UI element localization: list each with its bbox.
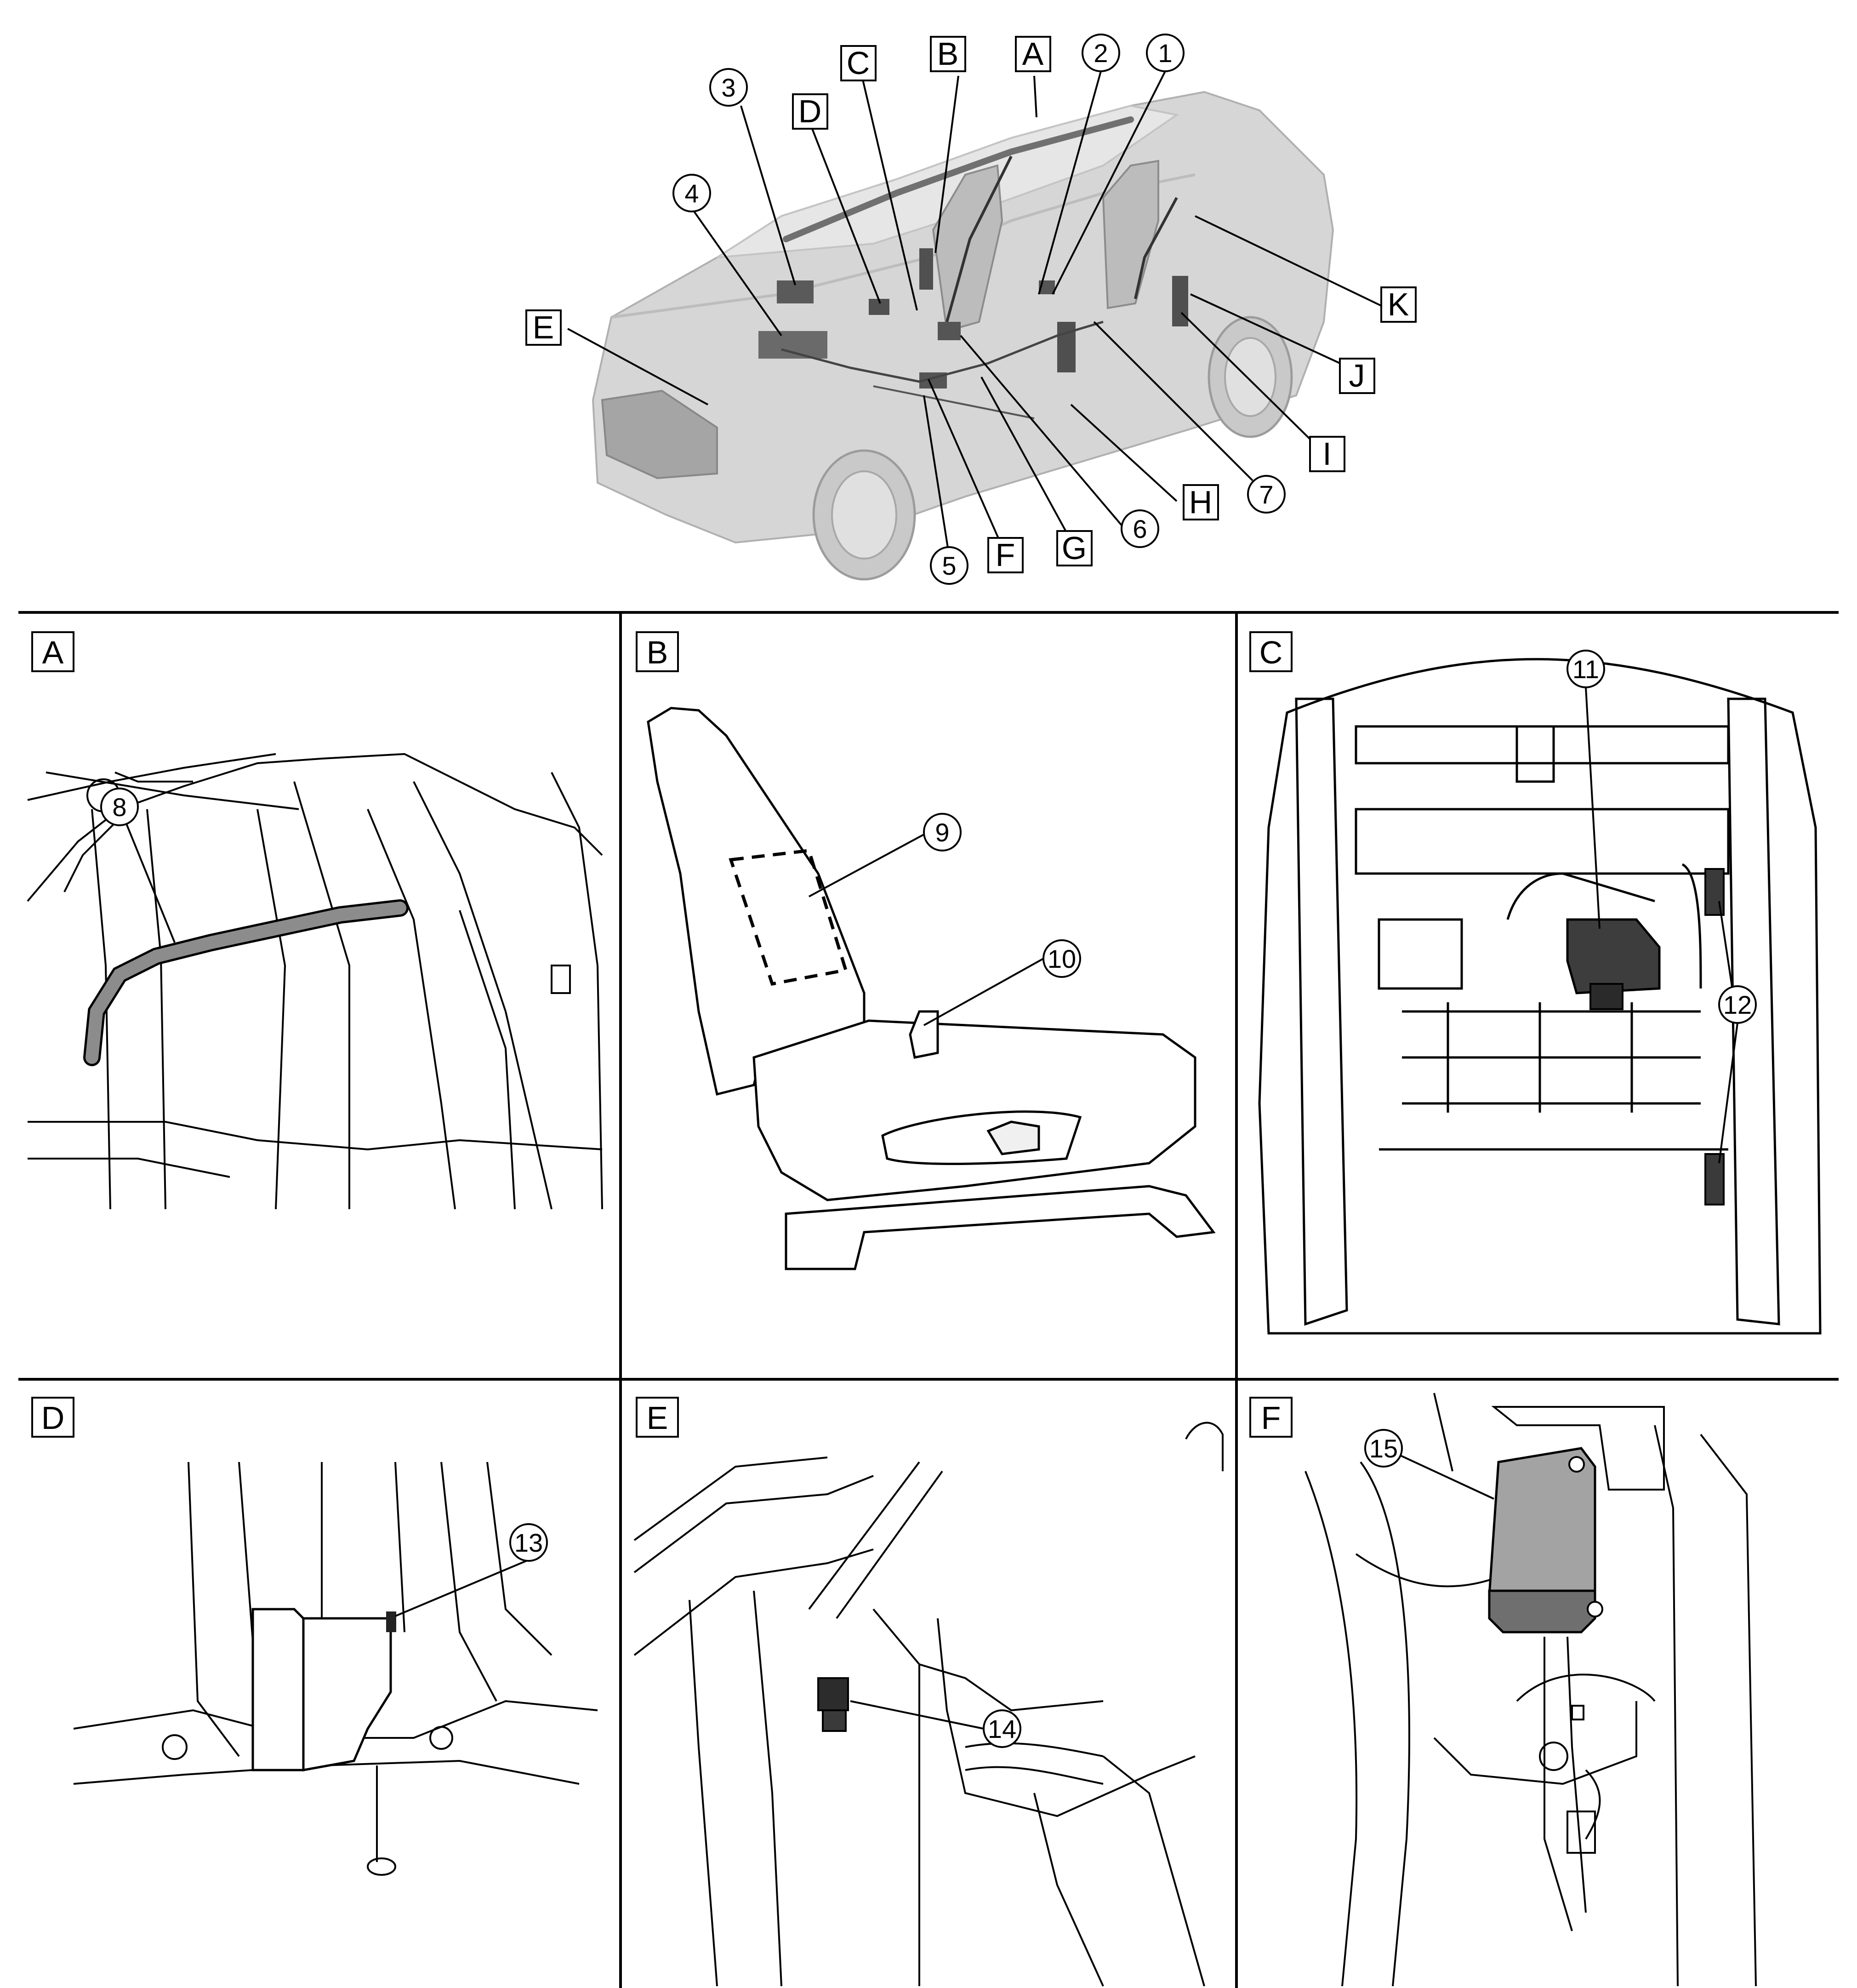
svg-text:J: J: [1349, 358, 1365, 394]
seat: [647, 707, 1216, 1270]
panel-f: F 15: [1249, 1393, 1757, 1987]
square-label-a: A: [1015, 36, 1051, 72]
panel-e: E 14: [633, 1397, 1224, 1987]
svg-text:D: D: [41, 1400, 65, 1436]
svg-text:C: C: [1259, 634, 1283, 670]
square-label-c: C: [840, 45, 877, 81]
retractor: [251, 1608, 392, 1771]
square-label-f: F: [987, 537, 1024, 573]
panel-d: D 13: [31, 1397, 598, 1876]
circle-label-7: 7: [1247, 475, 1286, 514]
circle-label-3: 3: [709, 68, 748, 107]
square-label-j: J: [1339, 358, 1375, 394]
svg-text:G: G: [1062, 530, 1087, 566]
connector: [817, 1677, 849, 1732]
panel-tag-b: B: [636, 631, 679, 672]
svg-text:10: 10: [1048, 944, 1076, 973]
svg-text:A: A: [1022, 36, 1044, 72]
circle-label-6: 6: [1121, 509, 1159, 548]
circle-label-5: 5: [930, 546, 968, 585]
svg-text:E: E: [533, 309, 554, 345]
svg-text:F: F: [996, 537, 1015, 573]
callout-15: 15: [1364, 1429, 1403, 1468]
side-airbag-outline: [729, 849, 848, 986]
svg-text:7: 7: [1259, 480, 1273, 509]
circle-label-2: 2: [1082, 34, 1120, 72]
square-label-h: H: [1183, 484, 1219, 520]
svg-text:13: 13: [514, 1528, 543, 1557]
svg-text:C: C: [847, 45, 870, 81]
callout-8: 8: [100, 788, 139, 826]
square-label-i: I: [1309, 436, 1345, 472]
callout-9: 9: [923, 813, 962, 851]
svg-text:A: A: [42, 634, 64, 670]
overview-leader-lines: [567, 71, 1382, 557]
square-label-g: G: [1056, 530, 1093, 566]
panel-c: C 11 12: [1249, 631, 1822, 1335]
overview-square-labels: A B C D E F G H I J K: [525, 36, 1417, 573]
sensor-lower: [1704, 1153, 1725, 1205]
component-4: [758, 331, 827, 359]
svg-text:F: F: [1261, 1400, 1281, 1436]
overview-circle-labels: 1 2 3 4 5 6 7: [672, 34, 1286, 585]
panel-b: B 9 10: [636, 631, 1216, 1270]
svg-text:B: B: [937, 36, 959, 72]
svg-text:12: 12: [1723, 990, 1752, 1019]
circle-label-4: 4: [672, 174, 711, 212]
svg-text:14: 14: [988, 1714, 1016, 1743]
svg-text:H: H: [1189, 484, 1213, 520]
circle-label-1: 1: [1146, 34, 1185, 72]
svg-text:5: 5: [942, 551, 956, 580]
square-label-d: D: [792, 93, 828, 130]
callout-11: 11: [1566, 650, 1605, 688]
callout-14: 14: [983, 1709, 1021, 1748]
svg-text:8: 8: [112, 793, 126, 822]
svg-text:I: I: [1322, 436, 1331, 472]
callout-12: 12: [1718, 985, 1757, 1024]
svg-text:9: 9: [935, 818, 949, 847]
panel-tag-f: F: [1249, 1397, 1293, 1438]
svg-text:3: 3: [721, 73, 735, 102]
svg-text:6: 6: [1133, 514, 1147, 543]
svg-text:E: E: [647, 1400, 668, 1436]
svg-text:B: B: [647, 634, 668, 670]
overview-car: [592, 91, 1334, 581]
square-label-b: B: [930, 36, 966, 72]
svg-text:D: D: [798, 93, 822, 129]
square-label-k: K: [1380, 286, 1417, 323]
panel-tag-d: D: [31, 1397, 74, 1438]
square-label-e: E: [525, 309, 562, 346]
panel-grid: [18, 611, 1839, 1988]
svg-text:1: 1: [1158, 39, 1172, 68]
panel-a: A 8: [27, 631, 603, 1210]
panel-tag-e: E: [636, 1397, 679, 1438]
svg-text:2: 2: [1094, 39, 1108, 68]
svg-text:K: K: [1388, 286, 1409, 322]
svg-text:4: 4: [684, 179, 699, 208]
panel-tag-a: A: [31, 631, 74, 672]
svg-text:15: 15: [1369, 1434, 1398, 1463]
panel-tag-c: C: [1249, 631, 1293, 672]
callout-13: 13: [509, 1523, 548, 1562]
callout-10: 10: [1042, 939, 1081, 978]
airbag-control-unit: [1488, 1447, 1603, 1634]
svg-text:11: 11: [1572, 655, 1599, 684]
occupant-detection-unit: [1566, 918, 1661, 1010]
